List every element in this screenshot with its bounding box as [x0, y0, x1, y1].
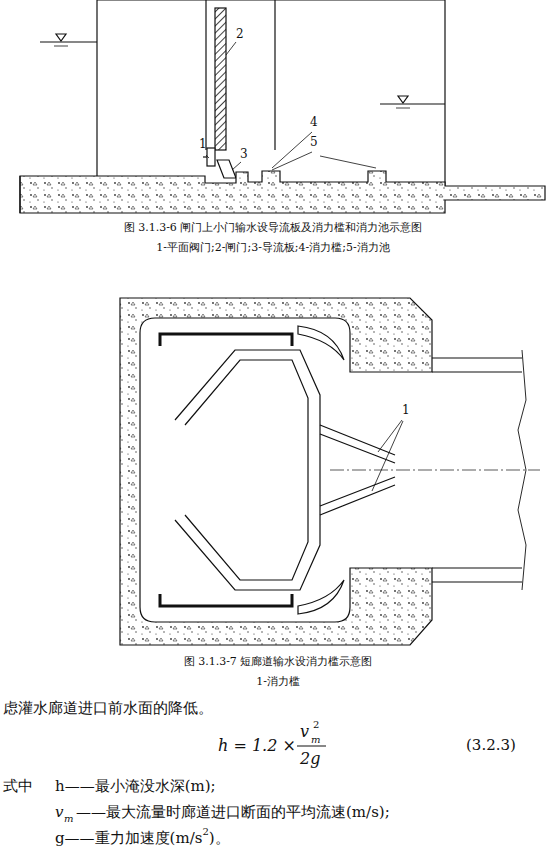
formula-text: v	[300, 723, 309, 741]
callout-number: 4	[310, 116, 318, 129]
body-text: 式中	[3, 778, 33, 795]
body-subscript: m	[64, 813, 73, 824]
short-culvert-plan	[120, 298, 540, 645]
caption-legend: 1-平面阀门;2-闸门;3-导流板;4-消力槛;5-消力池	[156, 242, 389, 254]
formula-subscript: m	[311, 734, 320, 745]
callout-number: 3	[240, 148, 248, 161]
formula-text: h = 1.2 ×	[218, 737, 296, 755]
callout-number: 1	[402, 404, 410, 417]
flat-valve	[207, 148, 215, 166]
body-text: v	[55, 804, 63, 821]
body-superscript: 2	[202, 826, 208, 837]
body-text: h——最小淹没水深(m);	[55, 778, 216, 795]
fraction-bar	[297, 746, 326, 747]
floor	[20, 171, 545, 213]
figure-caption: 图 3.1.3-6 闸门上小门输水设导流板及消力槛和消力池示意图	[124, 222, 423, 234]
callout-number: 1	[199, 138, 207, 151]
equation-number: (3.2.3)	[466, 737, 516, 754]
lock-section	[20, 0, 545, 213]
body-text: 虑灌水廊道进口前水面的降低。	[3, 700, 213, 717]
caption-legend: 1-消力槛	[256, 676, 300, 688]
gate	[215, 8, 226, 150]
callout-number: 5	[310, 136, 318, 149]
figure-caption: 图 3.1.3-7 短廊道输水设消力槛示意图	[184, 656, 373, 668]
formula-text: 2g	[300, 750, 320, 768]
body-text: ——最大流量时廊道进口断面的平均流速(m/s);	[76, 804, 390, 821]
body-text: g——重力加速度(m/s	[55, 830, 202, 847]
callout-number: 2	[236, 28, 244, 41]
body-text: )。	[209, 830, 230, 847]
formula-superscript: 2	[313, 719, 319, 730]
